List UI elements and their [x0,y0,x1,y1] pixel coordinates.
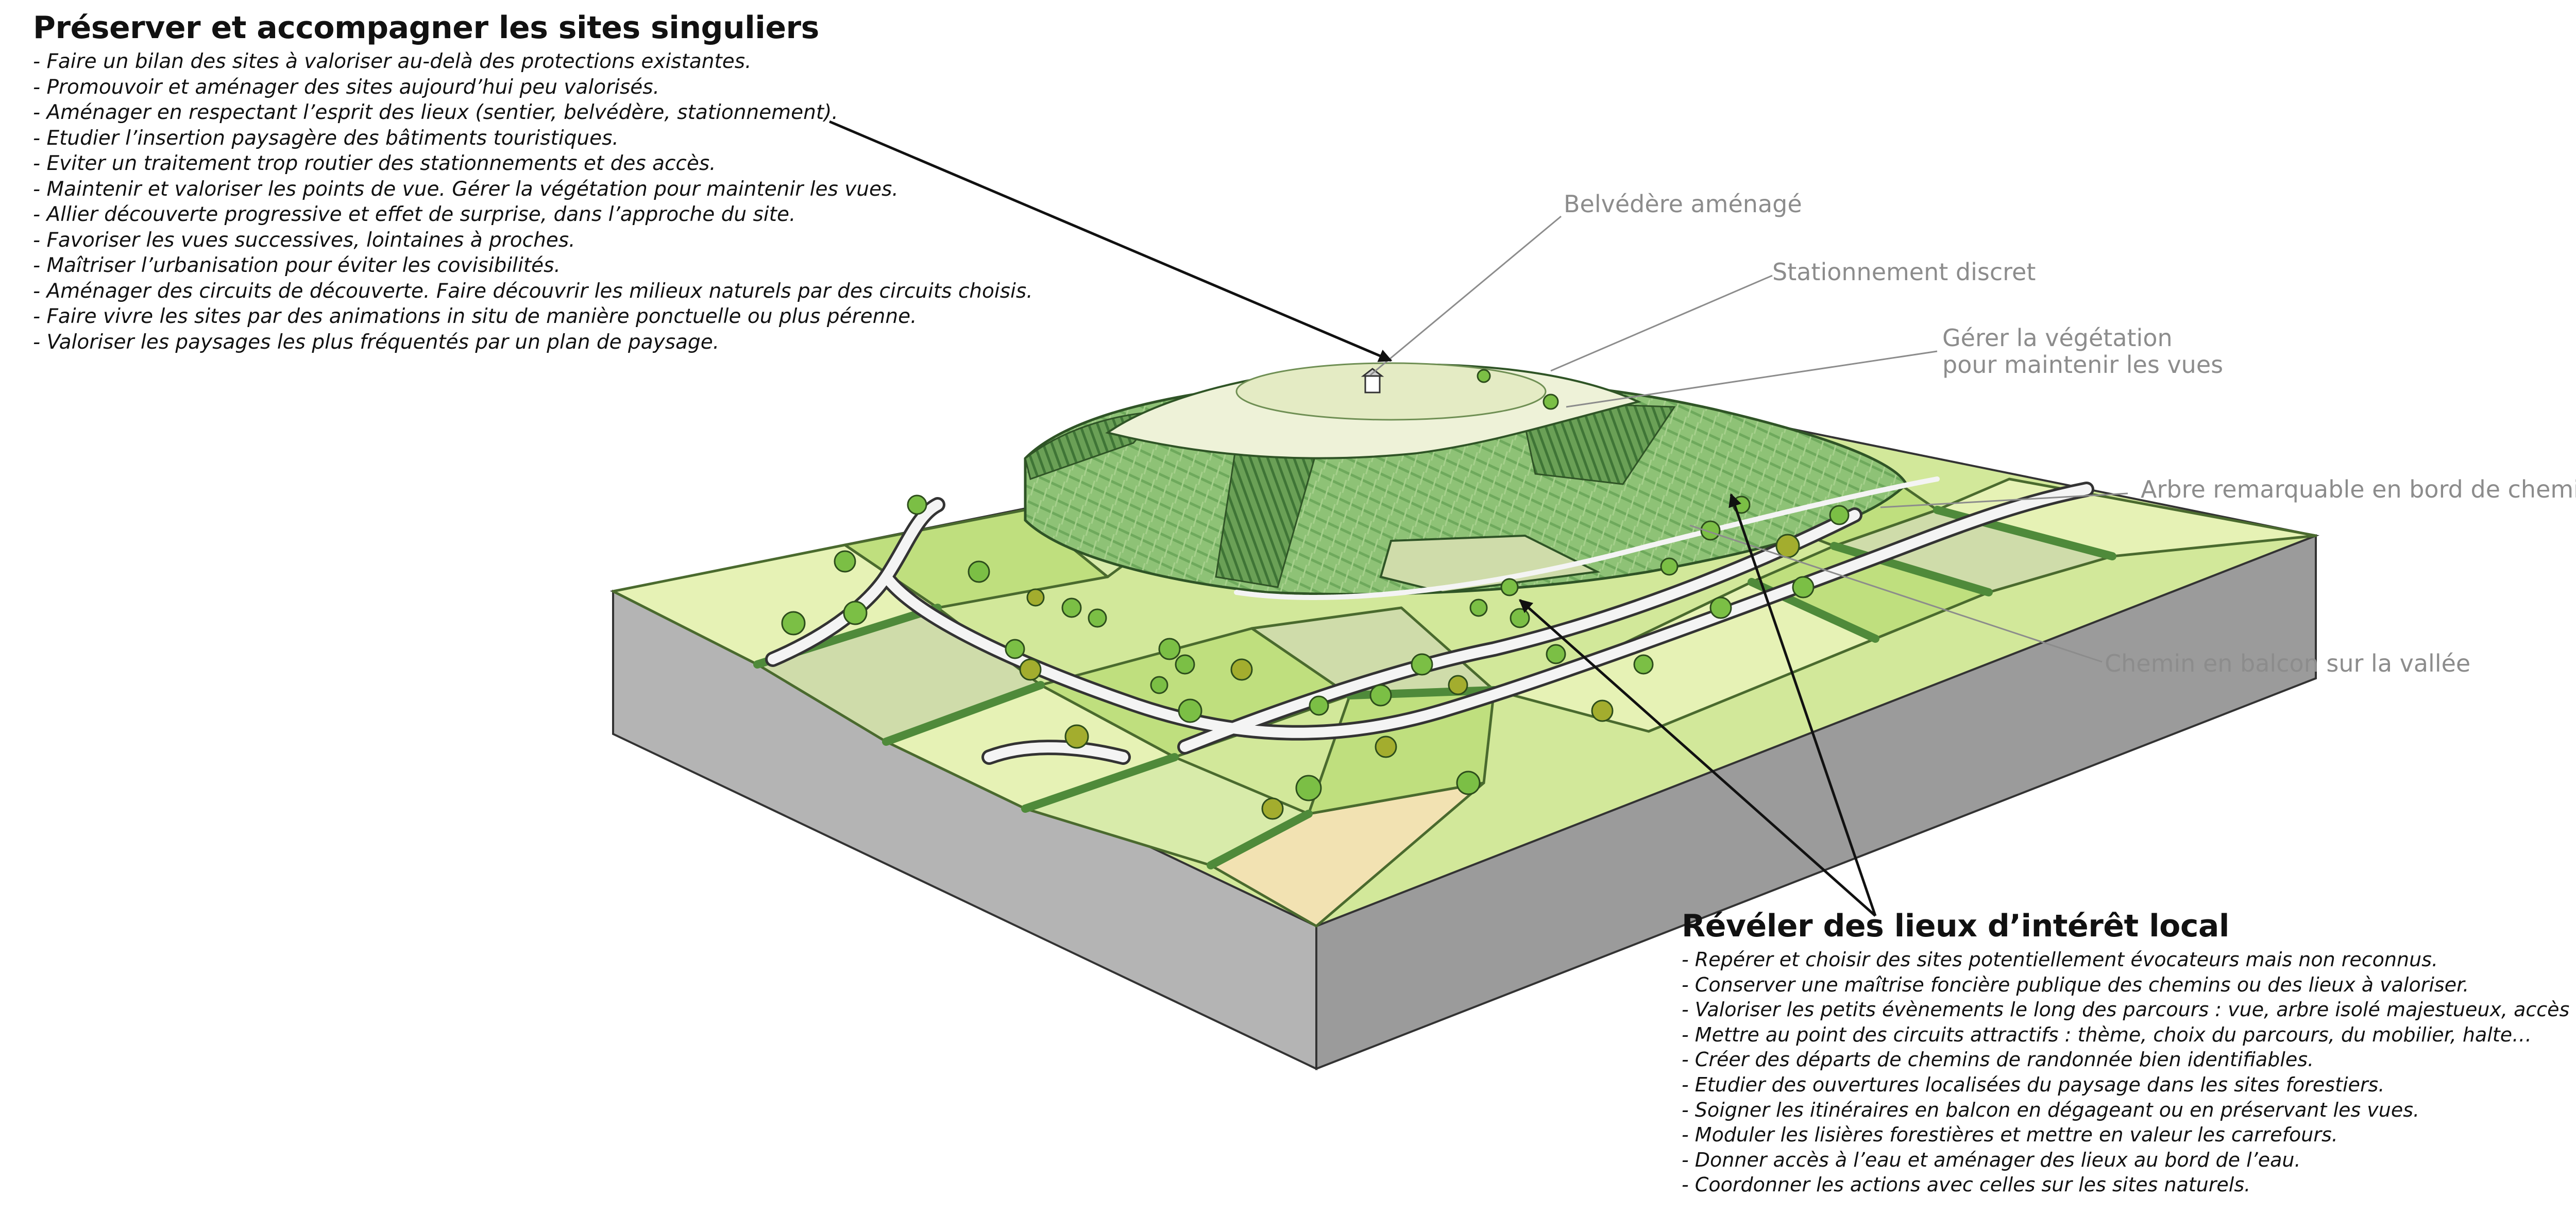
list-item: - Donner accès à l’eau et aménager des l… [1682,1148,2301,1171]
list-item: - Allier découverte progressive et effet… [33,203,796,226]
list-item: - Valoriser les paysages les plus fréque… [33,330,720,354]
list-item: - Etudier l’insertion paysagère des bâti… [33,126,619,150]
list-item: - Etudier des ouvertures localisées du p… [1682,1073,2385,1096]
callout-parking: Stationnement discret [1772,259,2036,285]
panel-preserve-sites: Préserver et accompagner les sites singu… [33,10,1033,355]
trees [781,369,1850,820]
leader-tree [1880,492,2128,508]
list-item: - Promouvoir et aménager des sites aujou… [33,75,659,99]
leader-parking [1550,275,1773,372]
callout-remarkable-tree: Arbre remarquable en bord de chemin [2141,476,2576,503]
callout-vegetation-line1: Gérer la végétation [1942,324,2173,352]
leader-belvedere [1370,215,1562,376]
list-item: - Maîtriser l’urbanisation pour éviter l… [33,254,561,277]
arrow-preserve [829,120,1393,362]
list-item: - Mettre au point des circuits attractif… [1682,1023,2532,1046]
list-item: - Conserver une maîtrise foncière publiq… [1682,973,2469,996]
list-item: - Créer des départs de chemins de randon… [1682,1048,2314,1071]
list-item: - Eviter un traitement trop routier des … [33,152,716,175]
callout-vegetation: Gérer la végétation pour maintenir les v… [1942,324,2223,378]
belvedere-area [1235,362,1547,421]
callout-belvedere-label: Belvédère aménagé [1564,190,1802,218]
forest-clearing [1379,534,1601,594]
panel-reveal-title: Révéler des lieux d’intérêt local [1682,908,2229,944]
arrows [829,120,1877,917]
callout-belvedere: Belvédère aménagé [1564,191,1802,217]
list-item: - Aménager des circuits de découverte. F… [33,279,1033,303]
list-item: - Aménager en respectant l’esprit des li… [33,101,838,124]
panel-preserve-title: Préserver et accompagner les sites singu… [33,10,819,46]
arrow-reveal-right [1728,493,1877,916]
callout-balcony-path: Chemin en balcon sur la vallée [2105,650,2470,677]
callout-vegetation-line2: pour maintenir les vues [1942,351,2224,379]
road-surface [768,484,2092,762]
callout-tree-label: Arbre remarquable en bord de chemin [2141,475,2576,503]
list-item: - Faire un bilan des sites à valoriser a… [33,50,752,73]
callout-leaders [1370,215,2128,663]
list-item: - Coordonner les actions avec celles sur… [1682,1173,2251,1196]
list-item: - Valoriser les petits évènements le lon… [1682,998,2576,1021]
panel-preserve-list: - Faire un bilan des sites à valoriser a… [33,49,1033,355]
panel-reveal-local-sites: Révéler des lieux d’intérêt local - Repé… [1682,909,2576,1198]
callout-path-label: Chemin en balcon sur la vallée [2105,649,2471,677]
leader-vegetation [1566,350,1938,408]
belvedere-kiosk [1361,368,1384,394]
leader-path [1689,524,2103,663]
list-item: - Repérer et choisir des sites potentiel… [1682,948,2438,971]
list-item: - Faire vivre les sites par des animatio… [33,305,917,328]
list-item: - Soigner les itinéraires en balcon en d… [1682,1098,2420,1121]
list-item: - Maintenir et valoriser les points de v… [33,177,899,201]
arrow-reveal-left [1519,599,1876,917]
balcony-path [1234,476,1940,600]
list-item: - Favoriser les vues successives, lointa… [33,228,575,252]
panel-reveal-list: - Repérer et choisir des sites potentiel… [1682,947,2576,1198]
callout-parking-label: Stationnement discret [1772,258,2036,286]
roads [765,476,2094,765]
list-item: - Moduler les lisières forestières et me… [1682,1123,2338,1147]
